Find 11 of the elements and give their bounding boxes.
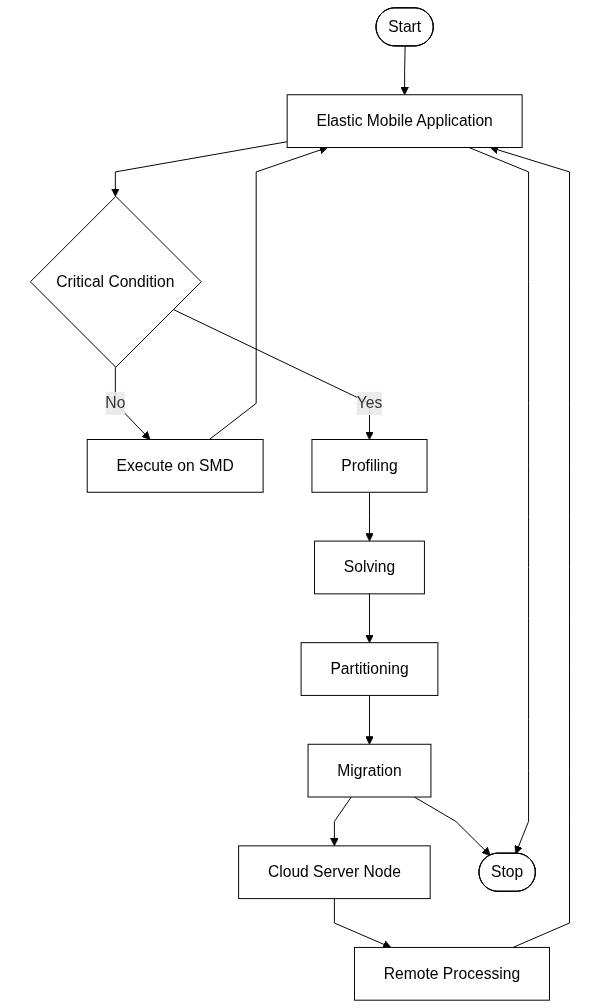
- node-diamond: Critical Condition: [29, 195, 202, 368]
- edge-label: Yes: [356, 394, 383, 412]
- node-box: Remote Processing: [354, 946, 550, 1001]
- node-box: Profiling: [311, 439, 428, 493]
- node-box: Solving: [314, 540, 425, 595]
- node-box: Migration: [307, 743, 432, 798]
- node-box: Partitioning: [300, 642, 439, 696]
- node-box: Cloud Server Node: [238, 845, 431, 900]
- node-box: Elastic Mobile Application: [286, 94, 523, 148]
- node-box: Execute on SMD: [86, 439, 264, 493]
- edge-label: No: [105, 394, 126, 412]
